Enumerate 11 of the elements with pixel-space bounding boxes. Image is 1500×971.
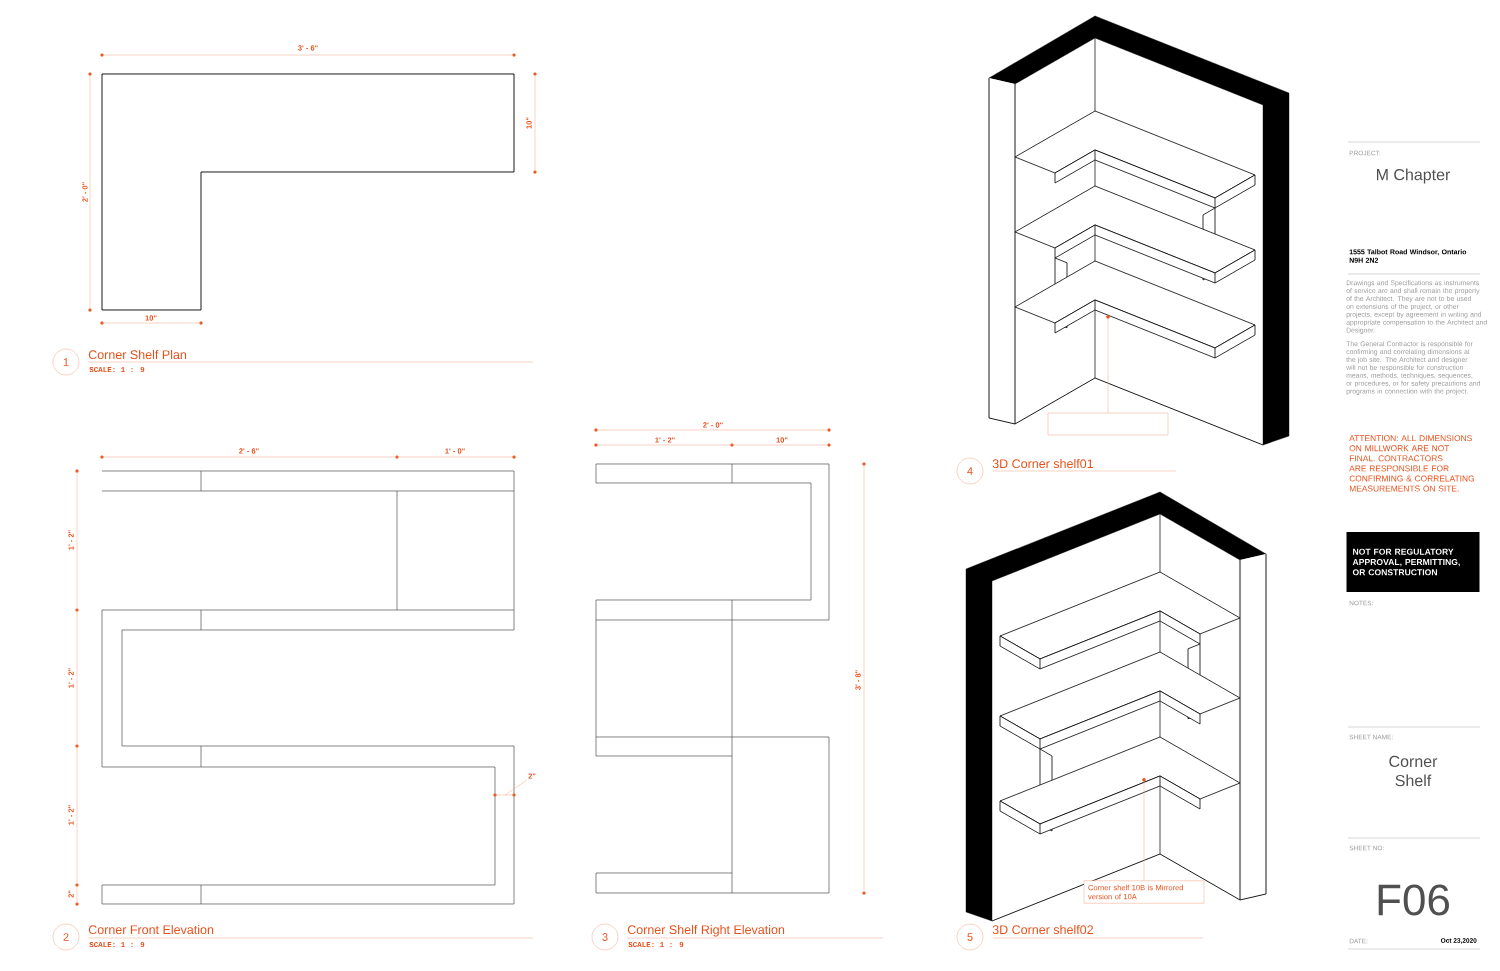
stamp-box: NOT FOR REGULATORY APPROVAL, PERMITTING, OR CONSTRUCTION [1346, 532, 1480, 592]
view-title: Corner Shelf Right Elevation [627, 924, 785, 937]
view-title: Corner Shelf Plan [88, 349, 187, 360]
sheet-number: F06 [1378, 884, 1449, 916]
view-title: 3D Corner shelf01 [992, 458, 1093, 469]
callout-box [1047, 412, 1169, 436]
sheet-name: Corner Shelf [1389, 755, 1438, 787]
warning-text: ATTENTION: ALL DIMENSIONS ON MILLWORK ARE NOT FINAL. CONTRACTORS ARE RESPONSIBLE FOR CONFIRMING & CORRELATING MEASUREMENTS ON SITE. [1349, 435, 1474, 492]
view-title: 3D Corner shelf02 [992, 924, 1093, 935]
project-name: M Chapter [1377, 168, 1451, 184]
view-title: Corner Front Elevation [88, 924, 214, 935]
